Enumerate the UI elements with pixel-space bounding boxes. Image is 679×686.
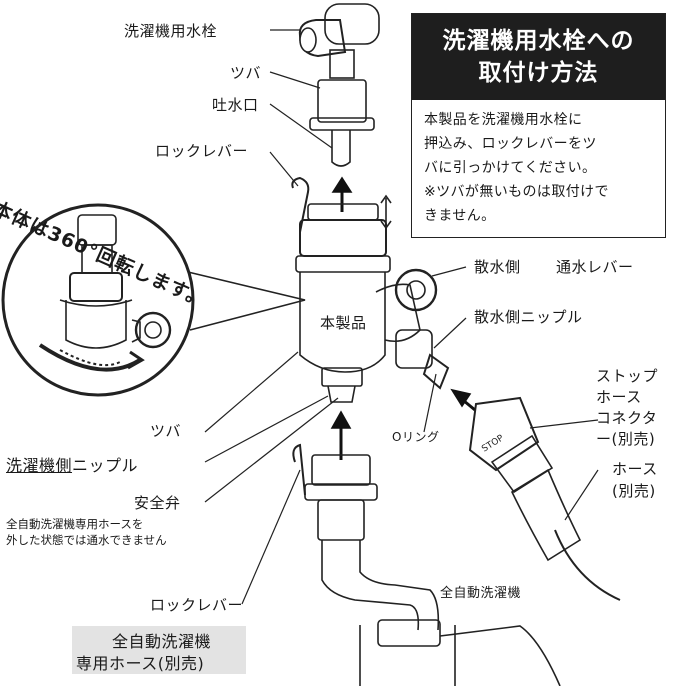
dedicated-hose-box xyxy=(72,626,246,674)
safety-note: 全自動洗濯機専用ホースを 外した状態では通水できません xyxy=(6,516,167,548)
label-hose-l1: ホース xyxy=(612,460,658,478)
product-body xyxy=(291,176,450,403)
label-hose-l2: (別売) xyxy=(612,482,656,500)
label-o-ring: Oリング xyxy=(392,430,440,444)
label-washer-side-nipple: 洗濯機側ニップル xyxy=(6,452,138,476)
label-water-lever: 通水レバー xyxy=(556,258,634,276)
label-sprinkler-side: 散水側 xyxy=(474,258,521,276)
label-stop-hose-connector-l3: コネクタ xyxy=(596,409,658,427)
leader-lines xyxy=(204,29,599,605)
label-stop-hose-connector-l2: ホース xyxy=(596,388,642,406)
instruction-line: 押込み、ロックレバーをツ xyxy=(424,136,597,152)
label-nipple: ニップル xyxy=(72,456,139,475)
label-faucet: 洗濯機用水栓 xyxy=(124,22,218,40)
label-stop-hose-connector-l1: ストップ xyxy=(596,367,659,385)
label-tsuba-top: ツバ xyxy=(230,64,262,82)
insert-arrow-icon xyxy=(330,176,476,460)
label-lock-lever-bottom: ロックレバー xyxy=(150,596,244,614)
label-stop-hose-connector-l4: ー(別売) xyxy=(596,430,656,448)
label-sprinkler-nipple: 散水側ニップル xyxy=(474,308,583,326)
washing-machine-faucet xyxy=(298,3,380,167)
instruction-body: 本製品を洗濯機用水栓に 押込み、ロックレバーをツ バに引っかけてください。 ※ツ… xyxy=(412,100,665,236)
label-stop-hose-connector: ストップ ホース コネクタ ー(別売) xyxy=(596,366,658,450)
label-product: 本製品 xyxy=(318,312,369,333)
dedicated-hose xyxy=(292,443,561,686)
instruction-panel: 洗濯機用水栓への 取付け方法 本製品を洗濯機用水栓に 押込み、ロックレバーをツ … xyxy=(411,13,666,238)
label-washer-side-underlined: 洗濯機側 xyxy=(6,456,73,475)
stop-mark: STOP xyxy=(480,433,506,454)
label-hose: ホース (別売) xyxy=(612,458,658,502)
label-safety-valve: 安全弁 xyxy=(134,494,181,512)
instruction-title-line1: 洗濯機用水栓への xyxy=(442,28,635,54)
stop-hose-connector xyxy=(468,396,621,601)
instruction-panel-header: 洗濯機用水栓への 取付け方法 xyxy=(412,14,665,100)
label-spout: 吐水口 xyxy=(212,96,259,114)
instruction-line: バに引っかけてください。 xyxy=(424,160,597,176)
instruction-line: 本製品を洗濯機用水栓に xyxy=(424,112,583,128)
safety-note-l2: 外した状態では通水できません xyxy=(6,533,167,547)
label-tsuba-mid: ツバ xyxy=(150,422,182,440)
label-dedicated-hose-l1: 全自動洗濯機 xyxy=(112,632,212,651)
instruction-title-line2: 取付け方法 xyxy=(478,60,599,86)
rotation-closeup xyxy=(1,203,306,397)
rotate-arrow-icon xyxy=(38,343,142,372)
instruction-line: ※ツバが無いものは取付けで xyxy=(424,184,609,200)
safety-note-l1: 全自動洗濯機専用ホースを xyxy=(6,517,144,531)
label-washer: 全自動洗濯機 xyxy=(440,586,522,601)
rotation-note: 本体は360°回転します。 xyxy=(0,184,215,312)
label-lock-lever-top: ロックレバー xyxy=(155,142,249,160)
instruction-line: きません。 xyxy=(424,208,496,224)
label-dedicated-hose-l2: 専用ホース(別売) xyxy=(76,654,205,673)
